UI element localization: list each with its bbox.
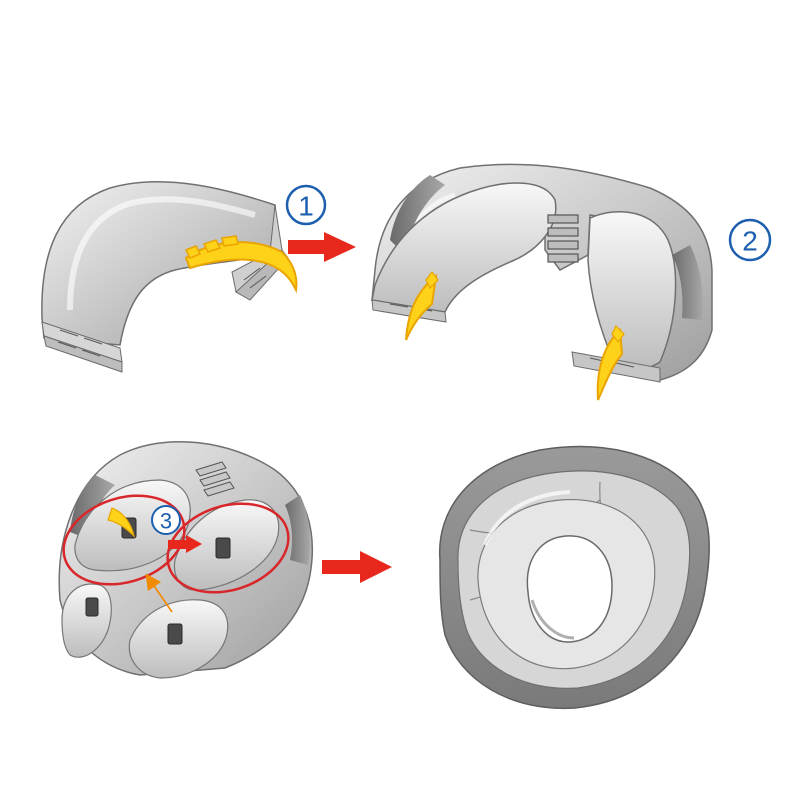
unfolded-seat-with-locks (58, 441, 314, 679)
folded-seat (41, 180, 289, 373)
step-3-label: 3 (160, 509, 172, 534)
fold-arrow-icon (184, 235, 298, 294)
highlight-ring-icon (62, 494, 186, 586)
step-number-icon: 3 (151, 505, 181, 535)
step-number-icon: 1 (285, 184, 327, 226)
half-unfolded-seat (371, 163, 713, 383)
assembled-seat (438, 445, 710, 710)
guide-line (145, 573, 173, 613)
fold-arrow-icon (107, 507, 136, 538)
right-arrow-icon (322, 551, 392, 583)
fold-arrow-icon (405, 271, 439, 341)
step-number-icon: 2 (728, 218, 772, 262)
right-arrow-icon (168, 535, 202, 553)
right-arrow-icon (288, 232, 356, 262)
fold-arrow-icon (596, 324, 625, 401)
step-1-label: 1 (298, 191, 314, 222)
step-2-label: 2 (742, 226, 758, 257)
highlight-ring-icon (166, 502, 290, 594)
